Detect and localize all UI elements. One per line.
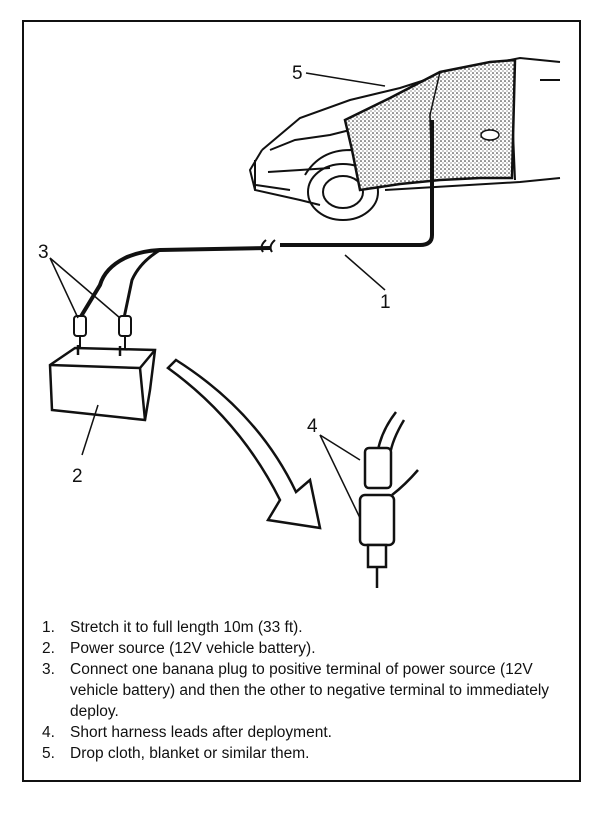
instruction-text: Short harness leads after deployment.: [70, 724, 332, 741]
instruction-number: 2.: [42, 640, 55, 657]
battery-illustration: [48, 345, 157, 422]
banana-plug-left: [73, 315, 87, 352]
instruction-number: 3.: [42, 661, 55, 678]
callout-5: 5: [292, 63, 303, 84]
instruction-item: 1. Stretch it to full length 10m (33 ft)…: [42, 617, 562, 638]
harness-break-mark: [260, 239, 276, 253]
callout-3: 3: [38, 242, 49, 263]
enlarge-arrow-icon: [166, 358, 322, 530]
instruction-item: 2. Power source (12V vehicle battery).: [42, 638, 562, 659]
instruction-item: 4. Short harness leads after deployment.: [42, 722, 562, 743]
instruction-number: 1.: [42, 619, 55, 636]
deployment-diagram: 1 2 3 4 5: [38, 56, 561, 588]
instruction-list: 1. Stretch it to full length 10m (33 ft)…: [42, 617, 562, 764]
figure-frame: [22, 20, 581, 782]
instruction-number: 5.: [42, 745, 55, 762]
harness-lead-2: [122, 248, 161, 319]
deployment-harness: [78, 120, 434, 320]
instruction-text: Drop cloth, blanket or similar them.: [70, 745, 310, 762]
instruction-number: 4.: [42, 724, 55, 741]
instruction-text: Stretch it to full length 10m (33 ft).: [70, 619, 303, 636]
callout-4: 4: [307, 416, 318, 437]
shorted-connector-detail: [358, 411, 419, 588]
instruction-text: Connect one banana plug to positive term…: [70, 661, 550, 720]
instruction-item: 5. Drop cloth, blanket or similar them.: [42, 743, 562, 764]
callout-2: 2: [72, 466, 83, 487]
callout-1: 1: [380, 292, 391, 313]
door-handle: [480, 129, 500, 141]
instruction-text: Power source (12V vehicle battery).: [70, 640, 316, 657]
instruction-item: 3. Connect one banana plug to positive t…: [42, 659, 562, 722]
callout-leaders: [49, 72, 386, 519]
